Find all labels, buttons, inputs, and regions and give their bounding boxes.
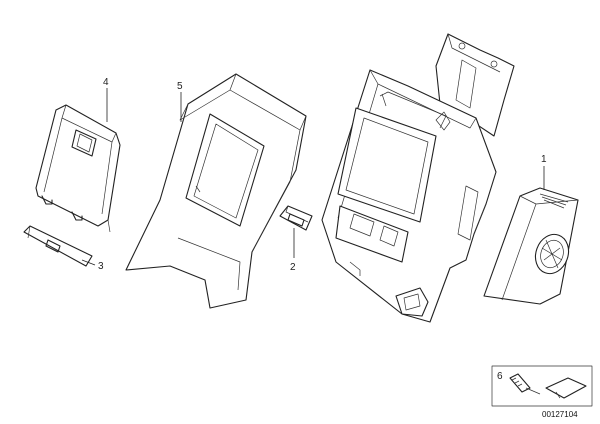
part-2-connector	[279, 205, 313, 231]
part-3-plate	[23, 225, 93, 267]
bolt-icon	[509, 373, 531, 393]
leader-line-3	[81, 259, 96, 266]
callout-5: 5	[177, 81, 183, 92]
drawing-number: 00127104	[542, 410, 578, 419]
main-housing	[321, 33, 515, 323]
callout-6: 6	[497, 371, 503, 382]
callout-4: 4	[103, 77, 109, 88]
part-4-cover-panel	[35, 104, 121, 233]
callout-1: 1	[541, 154, 547, 165]
part-1-speaker-box	[483, 187, 579, 305]
callout-2: 2	[290, 262, 296, 273]
leader-lines	[81, 88, 545, 266]
inset-box-part-6: 6	[491, 365, 593, 407]
part-5-trim-panel	[125, 73, 307, 309]
callout-3: 3	[98, 261, 104, 272]
